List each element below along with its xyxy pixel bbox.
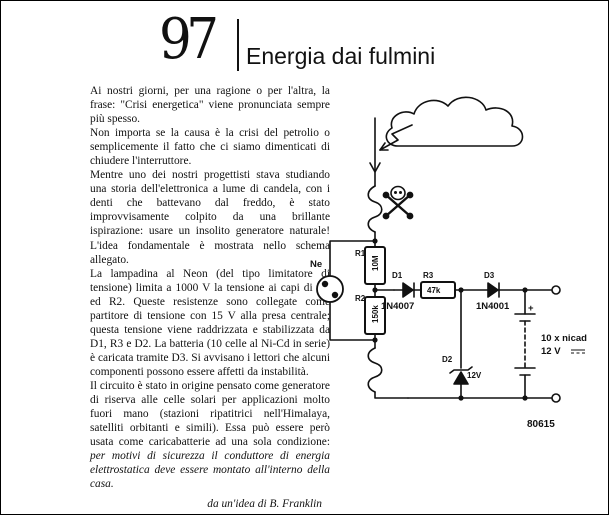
article-body: Ai nostri giorni, per una ragione o per … <box>90 84 330 511</box>
paragraph-4: La lampadina al Neon (del tipo limitator… <box>90 267 330 378</box>
label-d2: D2 <box>442 355 453 364</box>
label-figure-code: 80615 <box>527 419 555 430</box>
article-number: 97 <box>159 7 219 72</box>
skull-crossbones-icon <box>382 185 414 220</box>
junction-dots <box>372 238 528 401</box>
paragraph-3: Mentre uno dei nostri progettisti stava … <box>90 169 330 266</box>
label-r3-value: 47k <box>427 286 441 295</box>
label-battery-voltage: 12 V <box>541 346 561 357</box>
label-d1: D1 <box>392 271 403 280</box>
ground-zigzag <box>367 347 383 393</box>
paragraph-2: Non importa se la causa è la crisi del p… <box>90 127 330 168</box>
output-terminal-plus <box>551 285 561 295</box>
label-d2-value: 12V <box>467 371 482 380</box>
label-d3: D3 <box>484 271 495 280</box>
label-r3: R3 <box>423 271 434 280</box>
title-divider <box>237 19 239 71</box>
label-r1-value: 10M <box>371 255 380 271</box>
paragraph-5: Il circuito è stato in origine pensato c… <box>90 379 330 491</box>
d1-diode <box>402 282 414 298</box>
label-plus: + <box>528 303 534 314</box>
label-r2-value: 150k <box>371 305 380 323</box>
paragraph-5-italic: per motivi di sicurezza il conduttore di… <box>90 450 330 491</box>
spark-gap <box>367 185 383 233</box>
d3-diode <box>487 282 499 298</box>
label-battery-desc: 10 x nicad <box>541 333 587 344</box>
paragraph-5-text: Il circuito è stato in origine pensato c… <box>90 379 330 449</box>
article-credit: da un'idea di B. Franklin <box>207 498 322 511</box>
cloud-icon <box>385 96 524 147</box>
label-r2: R2 <box>355 294 366 303</box>
label-d3-type: 1N4001 <box>476 301 510 312</box>
output-terminal-minus <box>551 393 561 403</box>
neon-lamp <box>316 275 344 303</box>
label-r1: R1 <box>355 249 366 258</box>
label-ne: Ne <box>310 259 322 270</box>
label-d1-type: 1N4007 <box>381 301 414 312</box>
paragraph-1: Ai nostri giorni, per una ragione o per … <box>90 85 330 126</box>
d2-zener <box>453 371 469 385</box>
dc-symbol <box>571 349 585 354</box>
battery-symbol <box>514 313 536 322</box>
lightning-icon <box>379 124 413 151</box>
article-title: Energia dai fulmini <box>246 43 436 69</box>
